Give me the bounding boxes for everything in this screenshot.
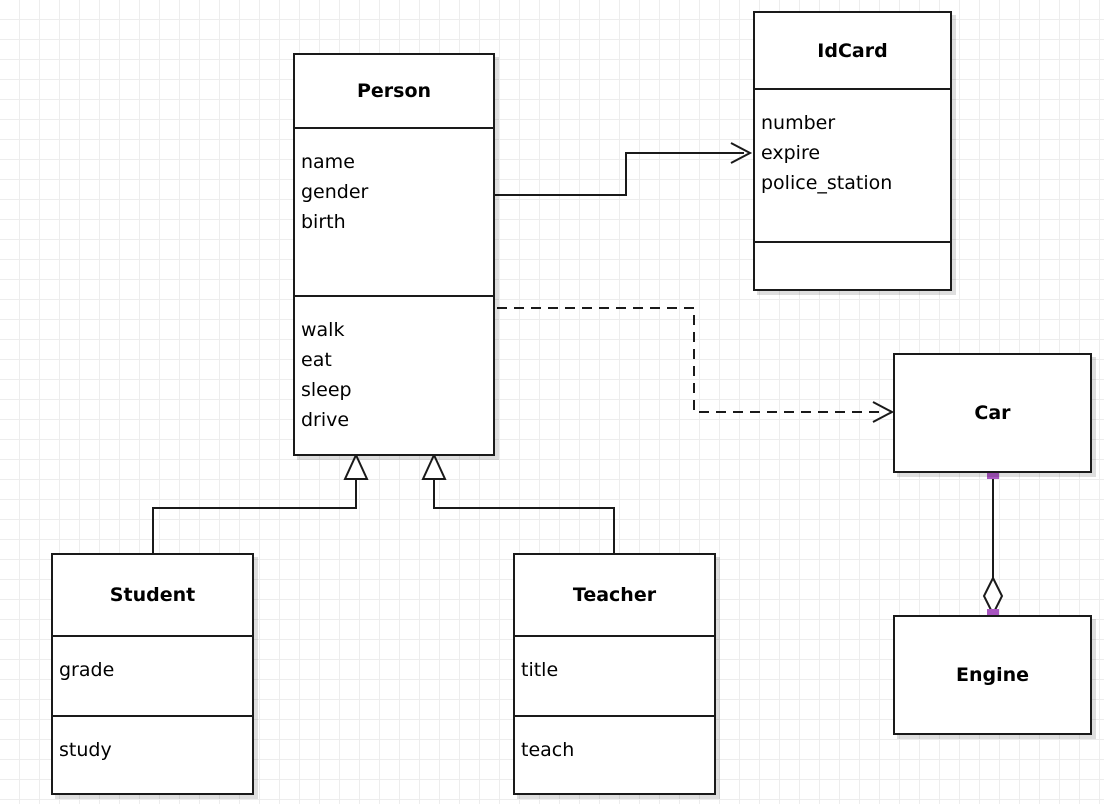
class-operations-teacher: teach — [515, 715, 714, 793]
attribute-item: expire — [761, 142, 821, 164]
operation-item: drive — [301, 409, 350, 431]
class-operations-person: walk eat sleep drive — [295, 295, 493, 454]
edge-teacher-person[interactable] — [421, 452, 615, 553]
class-operations-idcard — [755, 241, 950, 289]
edge-person-idcard[interactable] — [495, 142, 753, 196]
operation-item: teach — [521, 739, 575, 761]
attribute-item: police_station — [761, 172, 893, 194]
class-title-idcard: IdCard — [817, 39, 888, 62]
open-arrowhead-icon — [730, 142, 753, 164]
operation-item: walk — [301, 319, 345, 341]
class-box-person[interactable]: Person name gender birth walk eat sleep … — [293, 53, 495, 456]
class-attributes-student: grade — [53, 635, 252, 715]
class-title-student: Student — [109, 584, 196, 606]
operation-item: sleep — [301, 379, 352, 401]
attribute-item: title — [521, 659, 559, 681]
attribute-item: birth — [301, 211, 346, 233]
attribute-item: name — [301, 151, 355, 173]
class-attributes-person: name gender birth — [295, 127, 493, 295]
operation-item: study — [59, 739, 112, 761]
hollow-triangle-arrowhead-icon — [421, 452, 447, 480]
class-title-engine: Engine — [955, 664, 1030, 686]
class-operations-student: study — [53, 715, 252, 793]
class-title-teacher: Teacher — [572, 584, 657, 606]
edge-student-person[interactable] — [152, 452, 369, 553]
attribute-item: grade — [59, 659, 115, 681]
hollow-diamond-aggregation-icon — [982, 575, 1004, 617]
class-title-person: Person — [356, 80, 432, 102]
edge-car-engine[interactable] — [982, 467, 1004, 621]
open-arrowhead-icon — [872, 401, 895, 423]
attribute-item: number — [761, 112, 836, 134]
class-title-car: Car — [974, 402, 1011, 424]
class-attributes-idcard: number expire police_station — [755, 88, 950, 241]
class-box-engine[interactable]: Engine — [893, 615, 1092, 735]
hollow-triangle-arrowhead-icon — [343, 452, 369, 480]
class-box-car[interactable]: Car — [893, 353, 1092, 473]
class-box-teacher[interactable]: Teacher title teach — [513, 553, 716, 795]
attribute-item: gender — [301, 181, 369, 203]
class-box-idcard[interactable]: IdCard number expire police_station — [753, 11, 952, 291]
class-attributes-teacher: title — [515, 635, 714, 715]
class-box-student[interactable]: Student grade study — [51, 553, 254, 795]
operation-item: eat — [301, 349, 332, 371]
edge-person-car[interactable] — [497, 307, 895, 423]
